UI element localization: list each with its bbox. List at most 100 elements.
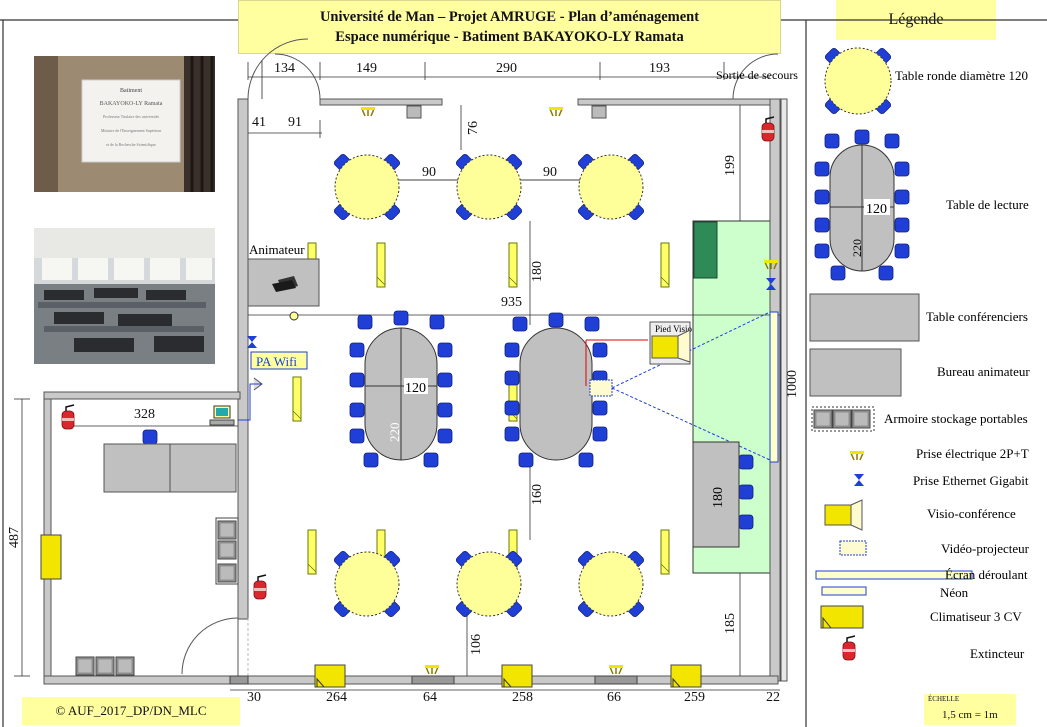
round-tables-bottom xyxy=(332,549,646,619)
emergency-exit-label: Sortie de secours xyxy=(716,68,798,82)
chair-icon xyxy=(884,133,900,149)
dim-185: 185 xyxy=(723,613,738,634)
chair-icon xyxy=(814,189,830,205)
chair-icon xyxy=(894,189,910,205)
chair-icon xyxy=(504,426,520,442)
chair-icon xyxy=(429,314,445,330)
dim-290: 290 xyxy=(496,61,517,76)
chair-icon xyxy=(738,454,754,470)
cabinet-icon xyxy=(813,409,833,429)
round-tables-top xyxy=(332,152,646,222)
chair-icon xyxy=(357,314,373,330)
wall-box xyxy=(406,105,422,119)
air-conditioner-icon xyxy=(40,534,62,580)
laptop-icon xyxy=(272,276,298,292)
cabinet-icon xyxy=(115,656,135,676)
chair-icon xyxy=(584,316,600,332)
chair-icon xyxy=(814,217,830,233)
legend-item-visio: Visio-conférence xyxy=(927,506,1016,521)
dim-91: 91 xyxy=(288,115,302,130)
dim-gap-2: 90 xyxy=(543,165,557,180)
dim-1000: 1000 xyxy=(785,370,800,398)
dimensions-inner: 76 90 90 199 180 935 160 1000 185 106 32… xyxy=(7,121,800,655)
dim-258: 258 xyxy=(512,690,533,705)
reading-table-left: 120 220 xyxy=(349,310,453,468)
chair-icon xyxy=(854,129,870,145)
legend-item-extinguisher: Extincteur xyxy=(970,646,1025,661)
chair-icon xyxy=(878,265,894,281)
legend-item-conference-table: Table conférenciers xyxy=(926,309,1028,324)
chair-icon xyxy=(504,342,520,358)
dim-134: 134 xyxy=(274,61,295,76)
scale-label: ÉCHELLE xyxy=(928,695,960,703)
sign-line1: Professeur Titulaire des universités xyxy=(103,114,160,119)
chair-icon xyxy=(423,452,439,468)
plan-title: Université de Man – Projet AMRUGE - Plan… xyxy=(238,0,781,54)
cabinet-icon xyxy=(217,563,237,583)
sign-line3: et de la Recherche Scientifique xyxy=(106,142,156,147)
wifi-ap-label: PA Wifi xyxy=(256,354,297,369)
conference-table-length: 180 xyxy=(711,487,726,508)
round-table-icon xyxy=(456,154,522,220)
chair-icon xyxy=(824,133,840,149)
chair-icon xyxy=(578,452,594,468)
chair-icon xyxy=(894,161,910,177)
dim-193: 193 xyxy=(649,61,670,76)
chair-icon xyxy=(738,484,754,500)
extinguisher-icon xyxy=(61,404,75,430)
cabinet-icon xyxy=(851,409,871,429)
chair-icon xyxy=(437,372,453,388)
power-socket-icon xyxy=(548,106,564,117)
legend-item-reading-table: Table de lecture xyxy=(946,197,1029,212)
neon-icon xyxy=(660,529,670,575)
screen-icon xyxy=(815,570,973,580)
extinguisher-icon xyxy=(253,574,267,600)
plan-title-line2: Espace numérique - Batiment BAKAYOKO-LY … xyxy=(335,29,684,45)
neon-icon xyxy=(307,529,317,575)
cabinet-icon xyxy=(832,409,852,429)
legend-reading-width: 120 xyxy=(866,202,887,217)
chair-icon xyxy=(504,370,520,386)
neon-icon xyxy=(508,242,518,288)
chair-icon xyxy=(142,429,158,445)
projector-icon xyxy=(589,379,613,397)
dim-487: 487 xyxy=(7,527,22,548)
chair-icon xyxy=(512,316,528,332)
dimensions-top: 134 149 290 193 41 91 xyxy=(252,61,670,130)
building-sign-photo: Batiment BAKAYOKO-LY Ramata Professeur T… xyxy=(34,56,215,192)
chair-icon xyxy=(504,400,520,416)
chair-icon xyxy=(393,310,409,326)
dim-328: 328 xyxy=(134,407,155,422)
visio-icon xyxy=(651,335,679,359)
scale-box: ÉCHELLE 1,5 cm = 1m xyxy=(924,694,1016,725)
dim-66: 66 xyxy=(607,690,621,705)
ethernet-icon xyxy=(854,474,864,486)
legend-item-round-table: Table ronde diamètre 120 xyxy=(895,68,1028,83)
reading-table-width: 120 xyxy=(405,381,426,396)
wall-box xyxy=(591,105,607,119)
dim-259: 259 xyxy=(684,690,705,705)
legend-item-cabinet: Armoire stockage portables xyxy=(884,411,1028,426)
computer-icon xyxy=(209,405,235,426)
scale-value: 1,5 cm = 1m xyxy=(942,709,998,721)
dim-gap-1: 90 xyxy=(422,165,436,180)
power-socket-icon xyxy=(424,664,440,675)
cabinet-icon xyxy=(217,540,237,560)
legend-item-ethernet: Prise Ethernet Gigabit xyxy=(913,473,1029,488)
copyright: © AUF_2017_DP/DN_MLC xyxy=(22,697,240,725)
cabinet-icon xyxy=(95,656,115,676)
dim-160: 160 xyxy=(530,484,545,505)
chair-icon xyxy=(437,342,453,358)
screen-icon xyxy=(769,311,779,463)
annex-room xyxy=(40,404,267,676)
conference-table: 180 xyxy=(692,441,754,548)
projector-icon xyxy=(839,540,867,556)
chair-icon xyxy=(437,402,453,418)
chair-icon xyxy=(592,426,608,442)
air-conditioner-icon xyxy=(501,664,533,688)
power-socket-icon xyxy=(608,664,624,675)
round-table-icon xyxy=(334,551,400,617)
chair-icon xyxy=(548,312,564,328)
legend-item-projector: Vidéo-projecteur xyxy=(941,541,1030,556)
